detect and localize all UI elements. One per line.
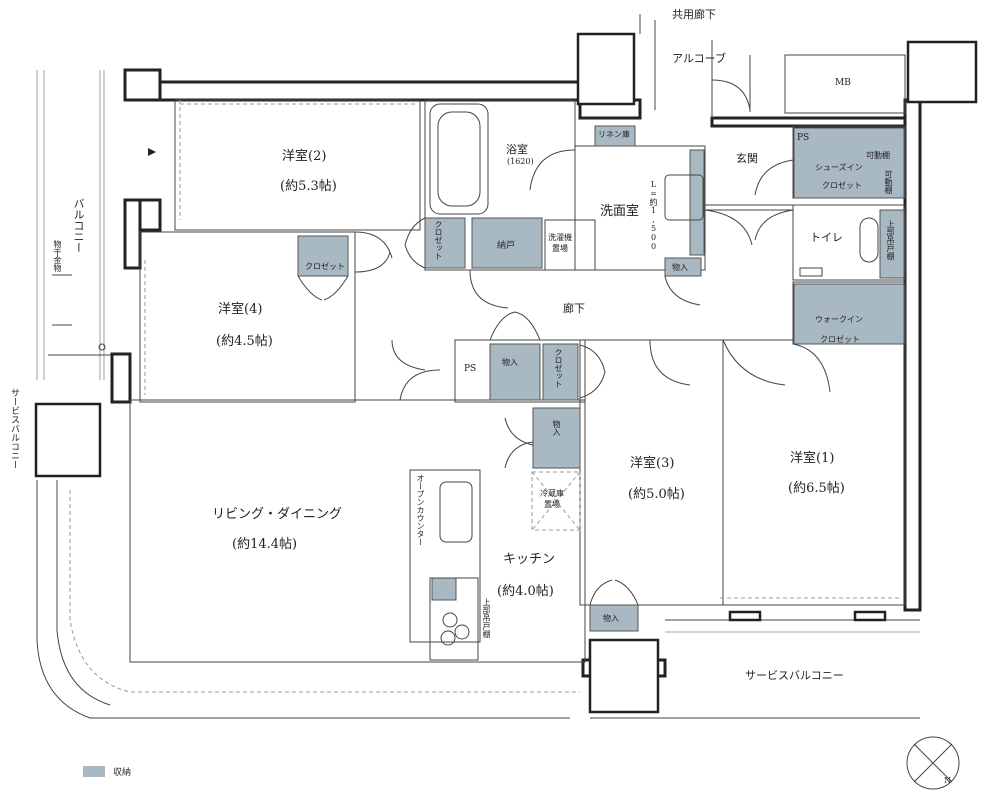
label-room1: 洋室(1)	[790, 451, 835, 466]
legend-storage-swatch	[83, 766, 105, 777]
label-toilet: トイレ	[810, 231, 843, 244]
label-ps-hall: PS	[464, 364, 477, 374]
label-open-counter: オープンカウンター	[416, 474, 425, 546]
label-movable-shelf-2: 可動棚	[884, 170, 893, 194]
label-linen: リネン庫	[598, 130, 630, 139]
label-service-balcony-bottom: サービスバルコニー	[745, 669, 844, 682]
label-kitchen-size: (約4.0帖)	[497, 584, 554, 599]
label-shoes-in: シューズイン	[815, 163, 863, 172]
label-laundry: 洗濯機 置場	[548, 233, 572, 253]
label-alcove: アルコーブ	[672, 52, 727, 65]
label-room2-size: (約5.3帖)	[280, 179, 337, 194]
bottom-windows	[728, 610, 887, 622]
label-drying-rack: 物干金物	[53, 240, 62, 272]
label-room4-size: (約4.5帖)	[216, 334, 273, 349]
column-bottom	[588, 638, 660, 714]
label-kitchen: キッチン	[503, 552, 556, 567]
label-ps-entrance: PS	[797, 133, 810, 143]
label-mirror-dim: L=約1,500	[649, 180, 658, 251]
door-swings	[297, 159, 831, 606]
label-walk-in: ウォークイン	[815, 315, 863, 324]
kitchen-fixtures	[409, 469, 581, 661]
label-mb: MB	[835, 78, 851, 88]
window-lines	[144, 100, 900, 599]
label-entrance: 玄関	[736, 152, 758, 165]
column-left	[34, 402, 102, 478]
label-balcony: バルコニー	[72, 198, 85, 253]
label-closet-hall: クロゼット	[554, 348, 563, 388]
entry-arrow-icon	[148, 148, 156, 156]
label-ldk: リビング・ダイニング	[212, 507, 343, 522]
interior-walls	[129, 99, 906, 663]
legend-storage-label: 収納	[113, 768, 132, 778]
alcove-mb	[639, 14, 906, 118]
label-bath-size: (1620)	[507, 157, 534, 166]
north-arrow-icon	[906, 736, 960, 790]
toilet-fixture	[799, 217, 879, 277]
washroom-fixtures	[544, 149, 705, 271]
label-closet-walkin: クロゼット	[820, 335, 860, 344]
label-room3: 洋室(3)	[630, 456, 675, 471]
label-room4: 洋室(4)	[218, 302, 263, 317]
label-common-corridor: 共用廊下	[672, 8, 716, 21]
label-corridor: 廊下	[563, 302, 585, 315]
outer-walls	[110, 68, 922, 678]
label-closet-room4: クロゼット	[305, 262, 345, 271]
storage-areas	[297, 125, 905, 632]
label-closet-shoes: クロゼット	[822, 181, 862, 190]
label-service-balcony-left: サービスバルコニー	[9, 388, 19, 469]
bathtub	[429, 103, 576, 215]
label-bath: 浴室	[506, 143, 528, 156]
label-storage-hall: 物入	[502, 358, 518, 367]
column-top-right	[906, 40, 978, 104]
compass-north-label: N	[944, 776, 951, 785]
label-storage-wash: 物入	[672, 263, 688, 272]
label-ldk-size: (約14.4帖)	[232, 537, 298, 552]
label-room1-size: (約6.5帖)	[788, 481, 845, 496]
label-storage-room3: 物入	[603, 614, 619, 623]
label-movable-shelf-1: 可動棚	[866, 151, 890, 160]
label-washroom: 洗面室	[600, 204, 640, 219]
label-fridge: 冷蔵庫 置場	[540, 489, 564, 509]
label-upper-cabinet-toilet: 上部吊戸棚	[886, 220, 895, 260]
label-room2: 洋室(2)	[282, 149, 327, 164]
label-closet-small: クロゼット	[434, 220, 443, 260]
label-room3-size: (約5.0帖)	[628, 487, 685, 502]
label-storage-kitchen: 物入	[552, 420, 561, 436]
balcony-rail	[52, 148, 156, 351]
label-upper-cabinet-kitchen: 上部吊戸棚	[482, 598, 491, 638]
column-top-left	[576, 32, 636, 106]
label-nando: 納戸	[497, 241, 516, 251]
